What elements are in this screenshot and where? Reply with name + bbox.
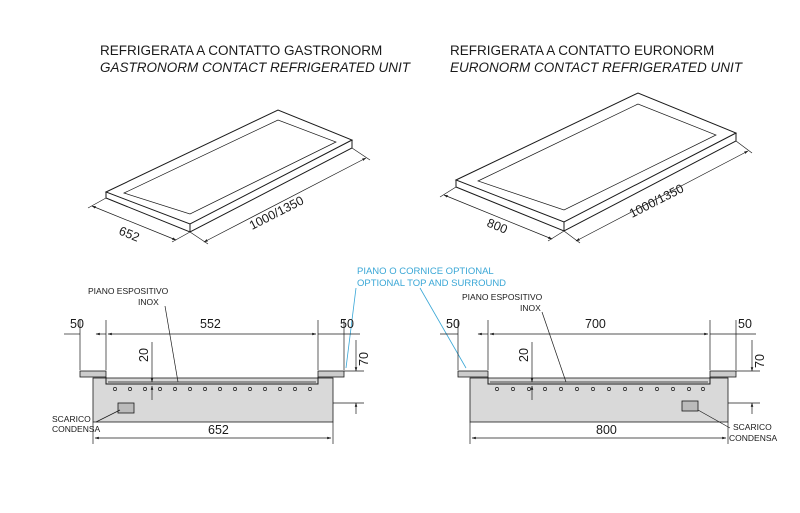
left-iso-length-label: 1000/1350 bbox=[247, 193, 306, 232]
right-drain-label-2: CONDENSA bbox=[729, 433, 778, 443]
left-iso-width-label: 652 bbox=[117, 224, 142, 245]
left-display-label-1: PIANO ESPOSITIVO bbox=[88, 286, 169, 296]
right-title-italian: REFRIGERATA A CONTATTO EURONORM bbox=[450, 43, 715, 58]
left-side-right-dim: 50 bbox=[340, 317, 354, 331]
left-depth-dim: 20 bbox=[137, 348, 151, 362]
right-section-view: PIANO ESPOSITIVO INOX 50 700 50 20 70 80… bbox=[440, 292, 778, 444]
right-title-english: EURONORM CONTACT REFRIGERATED UNIT bbox=[450, 60, 742, 75]
left-title-italian: REFRIGERATA A CONTATTO GASTRONORM bbox=[100, 43, 383, 58]
right-cooling-tubes bbox=[495, 387, 705, 391]
left-section-view: PIANO ESPOSITIVO INOX 50 552 50 20 70 65… bbox=[52, 286, 371, 444]
left-drain-label-2: CONDENSA bbox=[52, 424, 101, 434]
note-line-2: OPTIONAL TOP AND SURROUND bbox=[357, 278, 506, 289]
right-height-dim: 70 bbox=[753, 354, 767, 368]
right-side-right-dim: 50 bbox=[738, 317, 752, 331]
left-display-label-2: INOX bbox=[138, 297, 159, 307]
left-cooling-tubes bbox=[113, 387, 312, 391]
right-depth-dim: 20 bbox=[517, 348, 531, 362]
right-inner-dim: 700 bbox=[585, 317, 606, 331]
left-side-left-dim: 50 bbox=[70, 317, 84, 331]
right-drain-label-1: SCARICO bbox=[733, 422, 772, 432]
left-drain-label-1: SCARICO bbox=[52, 414, 91, 424]
right-total-dim: 800 bbox=[596, 423, 617, 437]
left-title: REFRIGERATA A CONTATTO GASTRONORM GASTRO… bbox=[100, 42, 410, 76]
note-line-1: PIANO O CORNICE OPTIONAL bbox=[357, 266, 494, 277]
right-iso-length-label: 1000/1350 bbox=[627, 181, 686, 220]
left-height-dim: 70 bbox=[357, 352, 371, 366]
left-isometric-unit: 652 1000/1350 bbox=[87, 109, 371, 245]
right-side-left-dim: 50 bbox=[446, 317, 460, 331]
right-isometric-unit: 800 1000/1350 bbox=[439, 92, 753, 244]
right-display-label-2: INOX bbox=[520, 303, 541, 313]
right-iso-width-label: 800 bbox=[485, 216, 510, 237]
right-drain-icon bbox=[681, 400, 699, 412]
left-total-dim: 652 bbox=[208, 423, 229, 437]
left-inner-dim: 552 bbox=[200, 317, 221, 331]
right-title: REFRIGERATA A CONTATTO EURONORM EURONORM… bbox=[450, 42, 742, 76]
left-drain-icon bbox=[117, 402, 135, 414]
right-display-label-1: PIANO ESPOSITIVO bbox=[462, 292, 543, 302]
left-title-english: GASTRONORM CONTACT REFRIGERATED UNIT bbox=[100, 60, 410, 75]
